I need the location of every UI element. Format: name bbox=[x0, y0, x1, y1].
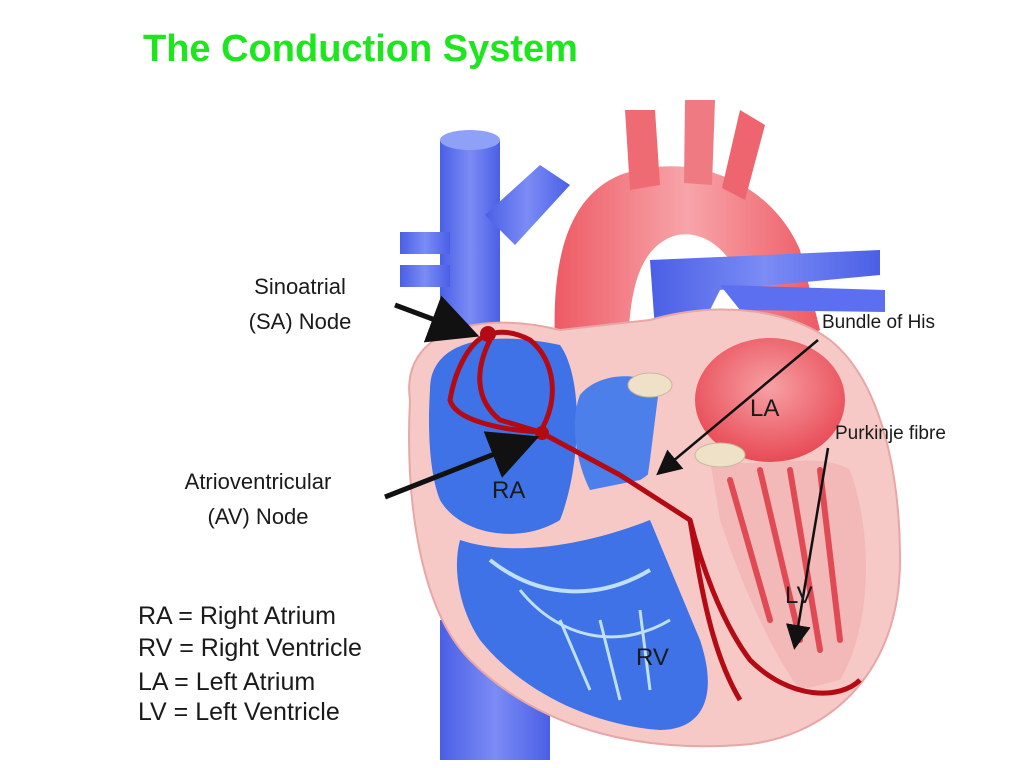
tricuspid-valve bbox=[627, 372, 673, 398]
lv-label: LV bbox=[785, 582, 813, 609]
ra-label: RA bbox=[492, 477, 525, 504]
right-ventricle bbox=[456, 520, 708, 730]
purkinje-arrow bbox=[785, 447, 830, 650]
av-node-label-line2: (AV) Node bbox=[207, 504, 308, 529]
la-label: LA bbox=[750, 395, 779, 422]
mitral-valve bbox=[694, 442, 746, 468]
left-atrium bbox=[695, 338, 845, 462]
legend-item: LV = Left Ventricle bbox=[138, 698, 340, 726]
purkinje-label: Purkinje fibre bbox=[835, 423, 946, 444]
sa-node bbox=[480, 326, 496, 342]
bundle-of-his-arrow bbox=[656, 339, 819, 476]
legend-item: RA = Right Atrium bbox=[138, 602, 336, 630]
legend-item: RV = Right Ventricle bbox=[138, 634, 362, 662]
legend-item: LA = Left Atrium bbox=[138, 668, 315, 696]
sa-node-label-line1: Sinoatrial bbox=[254, 274, 346, 299]
left-ventricle bbox=[710, 460, 867, 690]
av-node bbox=[535, 426, 549, 440]
av-node-label-line1: Atrioventricular bbox=[185, 469, 332, 494]
sa-node-label-line2: (SA) Node bbox=[249, 309, 352, 334]
rv-label: RV bbox=[636, 644, 669, 671]
sa-node-arrow bbox=[394, 295, 480, 343]
av-node-arrow bbox=[384, 431, 540, 500]
bundle-of-his-label: Bundle of His bbox=[822, 312, 935, 333]
legend: RA = Right Atrium RV = Right Ventricle L… bbox=[138, 602, 362, 726]
conduction-pathway bbox=[447, 329, 862, 702]
slide-title: The Conduction System bbox=[143, 28, 578, 70]
